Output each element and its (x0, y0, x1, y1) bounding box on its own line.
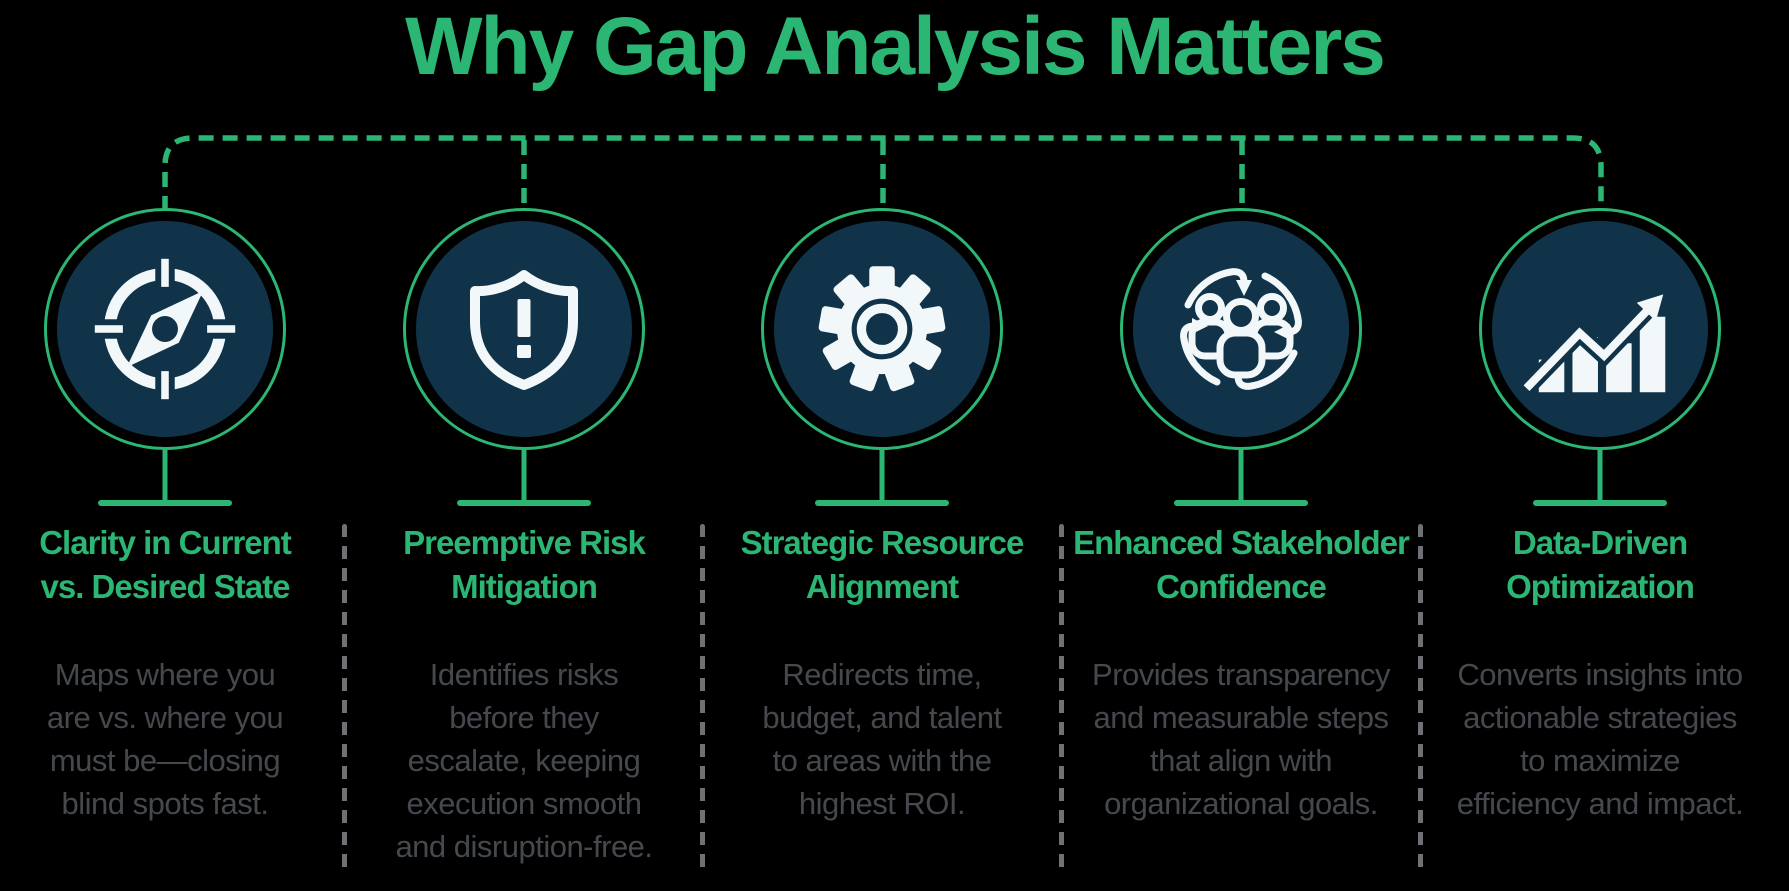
column-heading-3: Strategic Resource Alignment (740, 524, 1025, 605)
column-divider (342, 524, 347, 872)
column-description-5: Converts insights into actionable strate… (1456, 657, 1744, 821)
column-heading-2: Preemptive Risk Mitigation (403, 524, 646, 605)
icon-badge-stakeholders (1120, 208, 1362, 506)
gear-icon (818, 266, 946, 392)
column-description-3: Redirects time, budget, and talent to ar… (762, 657, 1002, 821)
icon-badge-compass (44, 208, 286, 506)
column-heading-5: Data-Driven Optimization (1506, 524, 1695, 605)
column-description-1: Maps where you are vs. where you must be… (46, 657, 284, 821)
column-heading-4: Enhanced Stakeholder Confidence (1073, 524, 1410, 605)
shield-alert-icon (470, 270, 578, 390)
column-description-2: Identifies risks before they escalate, k… (395, 657, 653, 864)
icon-badge-growth (1479, 208, 1721, 506)
compass-icon (91, 255, 239, 403)
icon-badge-shield (403, 208, 645, 506)
column-divider (1059, 524, 1064, 872)
connector-dashed-line (162, 135, 1604, 211)
column-divider (700, 524, 705, 872)
column-description-4: Provides transparency and measurable ste… (1092, 657, 1390, 821)
page-title: Why Gap Analysis Matters (405, 1, 1386, 92)
column-heading-1: Clarity in Current vs. Desired State (39, 524, 292, 605)
icon-badge-gear (761, 208, 1003, 506)
column-divider (1418, 524, 1423, 872)
growth-chart-icon (1520, 294, 1666, 395)
stakeholder-cycle-icon (1180, 268, 1302, 390)
